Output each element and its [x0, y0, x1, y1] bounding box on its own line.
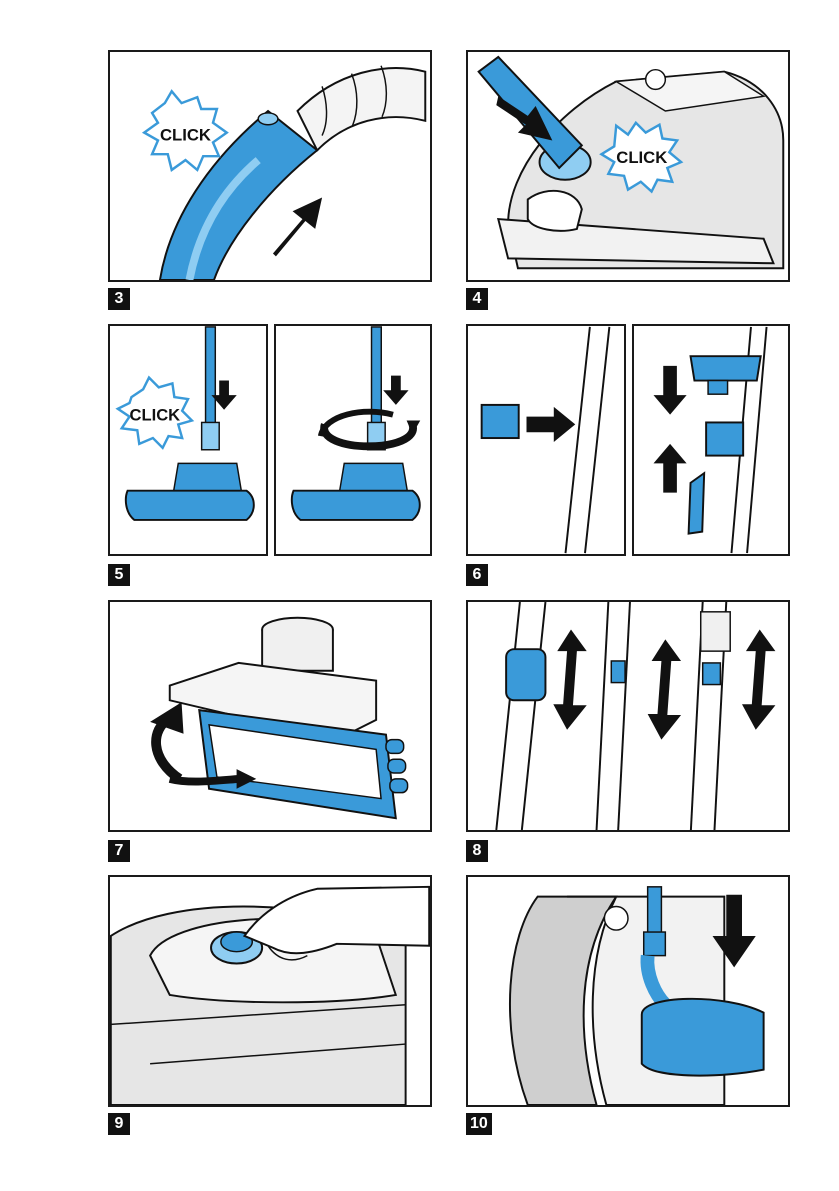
figure-7-panel: [108, 600, 432, 832]
step-number: 5: [108, 564, 130, 586]
click-label: CLICK: [160, 125, 211, 144]
step-number: 9: [108, 1113, 130, 1135]
clip-attach-illustration: [468, 326, 624, 554]
floor-nozzle-rotate-illustration: [276, 326, 430, 554]
step-number: 4: [466, 288, 488, 310]
figure-5a-panel: CLICK: [108, 324, 268, 556]
figure-4-panel: CLICK: [466, 50, 790, 282]
vacuum-body-click-illustration: CLICK: [468, 52, 788, 280]
click-label: CLICK: [616, 148, 667, 167]
nozzle-filter-illustration: [110, 602, 430, 830]
step-number: 7: [108, 840, 130, 862]
step-number: 6: [466, 564, 488, 586]
figure-6b-panel: [632, 324, 790, 556]
tube-slide-illustration: [468, 602, 788, 830]
figure-8-panel: [466, 600, 790, 832]
hose-click-illustration: CLICK: [110, 52, 430, 280]
parking-position-illustration: [468, 877, 788, 1105]
figure-5b-panel: [274, 324, 432, 556]
power-button-press-illustration: [110, 877, 430, 1105]
brush-clip-assembly-illustration: [634, 326, 788, 554]
step-number: 3: [108, 288, 130, 310]
step-number: 10: [466, 1113, 492, 1135]
figure-6a-panel: [466, 324, 626, 556]
floor-nozzle-attach-illustration: CLICK: [110, 326, 266, 554]
figure-3-panel: CLICK: [108, 50, 432, 282]
figure-10-panel: [466, 875, 790, 1107]
figure-9-panel: [108, 875, 432, 1107]
click-label: CLICK: [130, 406, 181, 425]
step-number: 8: [466, 840, 488, 862]
